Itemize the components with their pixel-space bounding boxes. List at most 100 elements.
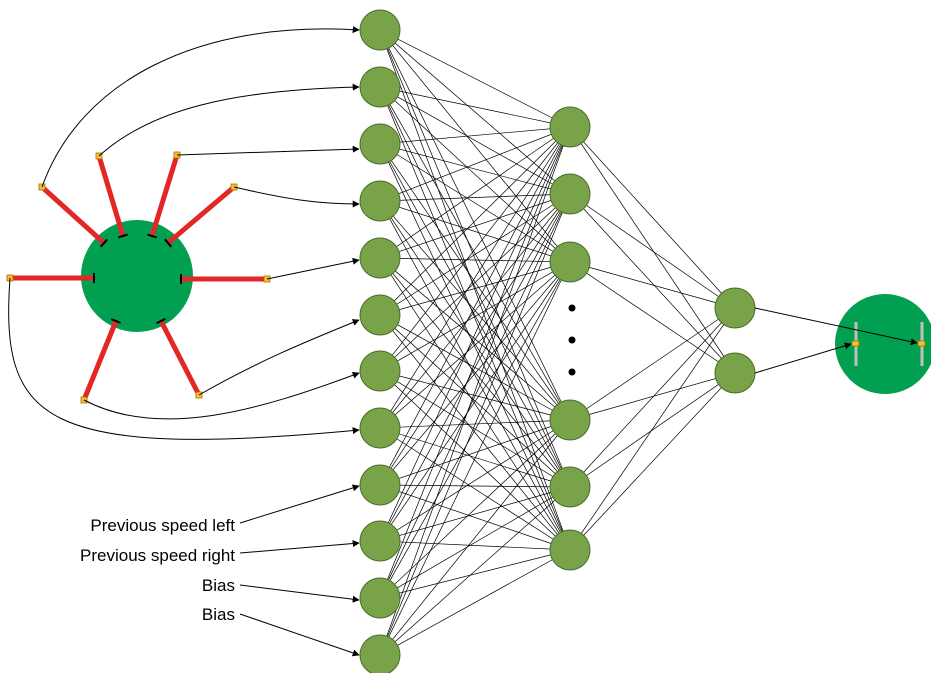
connection-input-hidden	[379, 143, 571, 488]
left-motor	[851, 340, 860, 347]
connection-hidden-output	[569, 307, 736, 488]
sensor-to-input-arrows	[8, 26, 360, 657]
sensor-beam	[96, 155, 126, 237]
input-neuron	[359, 634, 401, 673]
robot-with-distance-sensors	[6, 151, 271, 404]
neuron-layer-group	[359, 9, 756, 673]
weight-connections	[379, 29, 736, 656]
connection-input-hidden	[379, 314, 571, 551]
ellipsis-dot	[568, 336, 576, 344]
connection-input-hidden	[379, 486, 571, 599]
connection-input-hidden	[379, 261, 571, 599]
connection-input-hidden	[379, 86, 571, 551]
output-to-right-motor-arrow	[754, 307, 918, 346]
hidden-layer-ellipsis	[568, 304, 576, 376]
input-neuron	[359, 180, 401, 222]
connection-input-hidden	[379, 419, 571, 599]
sensor-beam	[40, 185, 106, 245]
connection-hidden-output	[569, 372, 736, 421]
input-neuron	[359, 237, 401, 279]
connection-input-hidden	[379, 86, 571, 195]
connection-input-hidden	[379, 126, 571, 542]
sensor-beam	[158, 319, 202, 397]
input-neuron	[359, 66, 401, 108]
connection-input-hidden	[379, 193, 571, 486]
sensor-mount	[110, 318, 122, 324]
connection-hidden-output	[569, 193, 736, 309]
connection-input-hidden	[379, 370, 571, 488]
connection-input-hidden	[379, 29, 571, 128]
connection-input-hidden	[379, 143, 571, 421]
connection-hidden-output	[569, 126, 736, 374]
connection-input-hidden	[379, 427, 571, 488]
label-input-arrow	[239, 484, 360, 524]
connection-input-hidden	[379, 257, 571, 551]
output-robot-body	[835, 294, 931, 394]
input-neuron	[359, 294, 401, 336]
sensor-input-arrow	[266, 257, 360, 280]
label-input-arrow	[239, 540, 360, 554]
sensor-mount	[146, 233, 158, 239]
connection-input-hidden	[379, 193, 571, 372]
connection-input-hidden	[379, 200, 571, 551]
connection-hidden-output	[569, 193, 736, 374]
connection-input-hidden	[379, 261, 571, 656]
connection-input-hidden	[379, 261, 571, 372]
hidden-neuron	[549, 106, 591, 148]
connection-hidden-output	[569, 372, 736, 488]
ellipsis-dot	[568, 368, 576, 376]
connection-input-hidden	[379, 126, 571, 429]
connection-hidden-output	[569, 372, 736, 551]
connection-hidden-output	[569, 307, 736, 421]
sensor-mount	[164, 238, 172, 248]
connection-hidden-output	[569, 261, 736, 309]
input-label-previous-speed-right: Previous speed right	[80, 546, 235, 565]
connection-input-hidden	[379, 484, 571, 488]
connection-input-hidden	[379, 126, 571, 656]
sensor-beam	[149, 154, 180, 237]
input-label-bias-2: Bias	[201, 605, 235, 624]
connection-input-hidden	[379, 257, 571, 488]
connection-input-hidden	[379, 486, 571, 656]
connection-input-hidden	[379, 193, 571, 656]
sensor-beam	[166, 185, 236, 245]
input-neuron	[359, 9, 401, 51]
sensor-mount	[117, 233, 129, 239]
connection-input-hidden	[379, 126, 571, 372]
hidden-neuron	[549, 241, 591, 283]
input-neuron	[359, 464, 401, 506]
connection-input-hidden	[379, 549, 571, 656]
connection-input-hidden	[379, 29, 571, 421]
connection-input-hidden	[379, 29, 571, 551]
connection-input-hidden	[379, 86, 571, 263]
connection-hidden-output	[569, 126, 736, 309]
connection-input-hidden	[379, 419, 571, 542]
sensor-input-arrow	[176, 145, 360, 156]
output-to-left-motor-arrow	[754, 342, 852, 374]
sensor-mount	[156, 317, 166, 325]
connection-input-hidden	[379, 126, 571, 145]
hidden-neuron	[549, 399, 591, 441]
connection-input-hidden	[379, 193, 571, 259]
input-neuron	[359, 520, 401, 562]
connection-input-hidden	[379, 261, 571, 486]
connection-input-hidden	[379, 486, 571, 542]
connection-input-hidden	[379, 86, 571, 488]
sensor-input-arrow	[41, 26, 360, 188]
robot-with-wheel-motors	[754, 294, 931, 394]
label-input-arrow	[239, 584, 360, 603]
connection-input-hidden	[379, 370, 571, 551]
connection-input-hidden	[379, 261, 571, 316]
input-neuron	[359, 123, 401, 165]
connection-input-hidden	[379, 193, 571, 599]
connection-input-hidden	[379, 549, 571, 599]
connection-input-hidden	[379, 126, 571, 486]
connection-input-hidden	[379, 143, 571, 195]
output-neuron	[714, 287, 756, 329]
connection-input-hidden	[379, 419, 571, 656]
sensor-input-arrow	[8, 277, 360, 440]
input-neuron	[359, 350, 401, 392]
hidden-neuron	[549, 466, 591, 508]
ellipsis-dot	[568, 304, 576, 312]
label-input-arrow	[239, 613, 360, 657]
